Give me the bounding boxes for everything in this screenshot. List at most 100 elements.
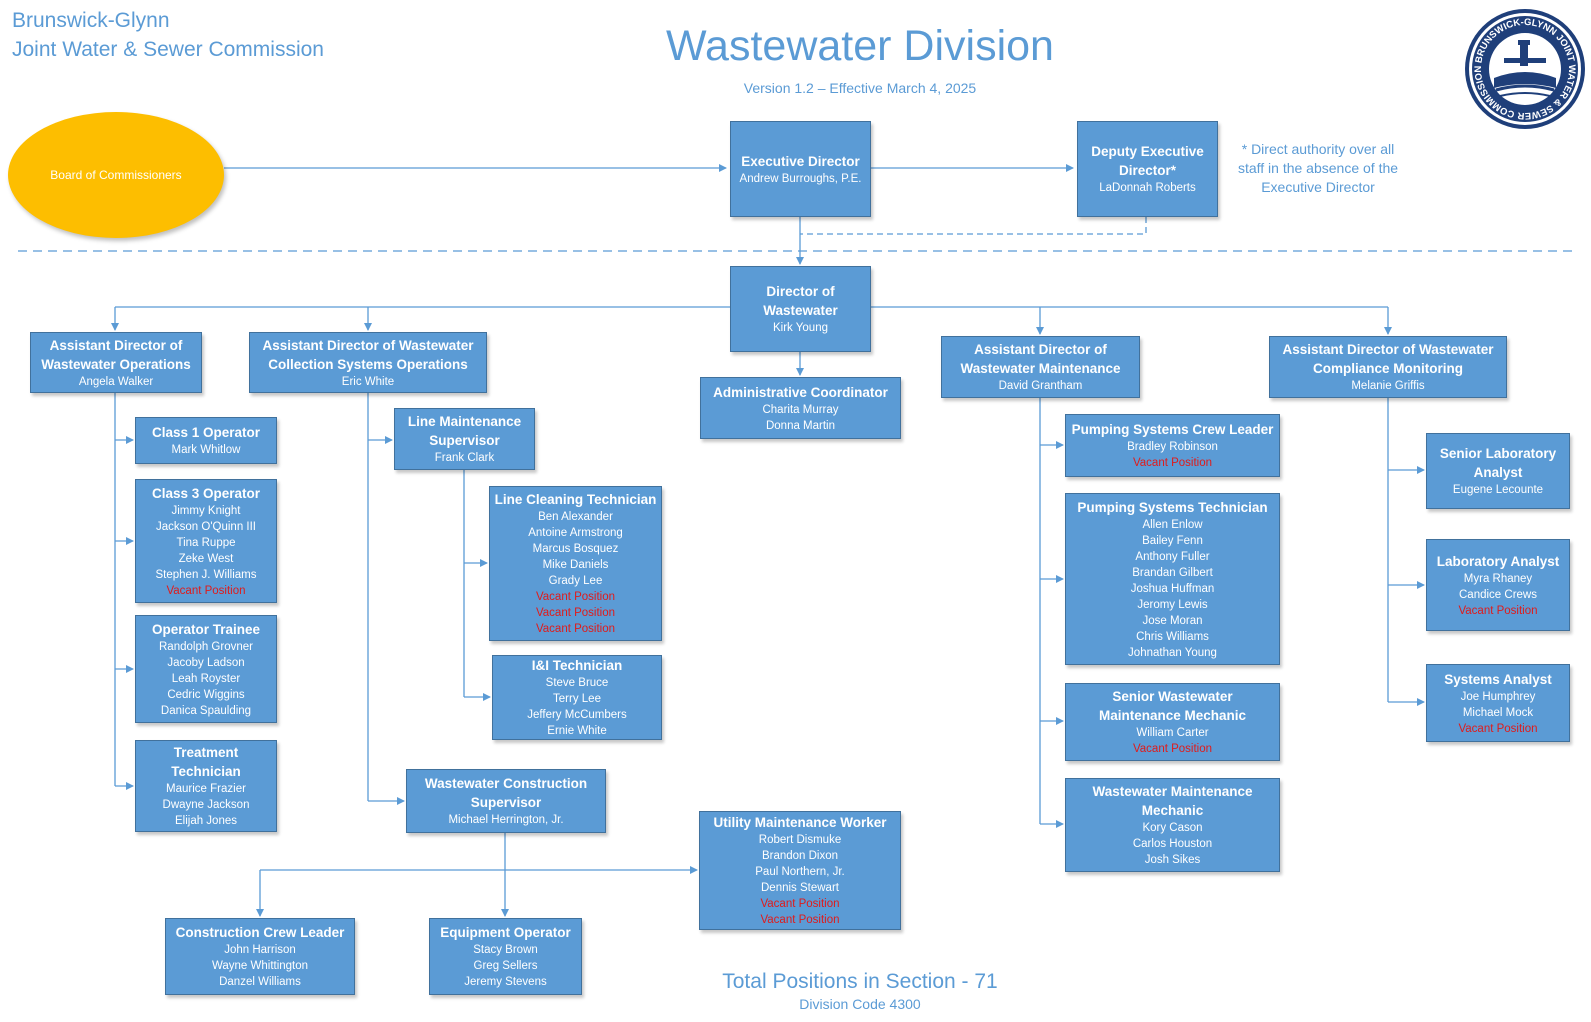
- vacant-position: Vacant Position: [535, 607, 616, 619]
- page-title: Wastewater Division: [666, 22, 1054, 70]
- assistant-director-operations-box: Assistant Director of Wastewater Operati…: [30, 332, 202, 393]
- staff-name: Frank Clark: [434, 452, 495, 464]
- staff-name: Cedric Wiggins: [167, 688, 245, 701]
- org-name-line1: Brunswick-Glynn: [12, 9, 170, 32]
- position-title: Class 1 Operator: [151, 425, 261, 440]
- position-title: Executive Director: [741, 153, 860, 169]
- position-title: Class 3 Operator: [151, 485, 261, 501]
- staff-name: Kirk Young: [773, 322, 828, 334]
- deputy-executive-director-box: Deputy Executive Director*LaDonnah Rober…: [1077, 121, 1218, 217]
- staff-name: Josh Sikes: [1144, 854, 1201, 866]
- staff-name: Anthony Fuller: [1135, 550, 1210, 563]
- staff-name: Brandon Dixon: [761, 850, 839, 862]
- commission-seal-logo: BRUNSWICK-GLYNN JOINT WATER & SEWER COMM…: [1464, 8, 1586, 130]
- assistant-director-maintenance-box: Assistant Director of Wastewater Mainten…: [941, 336, 1140, 398]
- staff-name: Kory Cason: [1142, 822, 1203, 834]
- staff-name: Johnathan Young: [1128, 646, 1217, 659]
- position-title: Assistant Director of Wastewater Collect…: [262, 337, 474, 372]
- staff-name: Jackson O'Quinn III: [156, 520, 256, 533]
- staff-name: Bailey Fenn: [1142, 534, 1203, 547]
- vacant-position: Vacant Position: [1132, 743, 1213, 755]
- staff-name: Joe Humphrey: [1460, 690, 1536, 703]
- position-title: Deputy Executive Director*: [1091, 144, 1204, 178]
- staff-name: William Carter: [1136, 727, 1209, 739]
- staff-name: Dennis Stewart: [761, 882, 839, 894]
- vacant-position: Vacant Position: [535, 623, 616, 635]
- staff-name: Myra Rhaney: [1463, 572, 1533, 585]
- staff-name: Joshua Huffman: [1130, 582, 1215, 595]
- staff-name: Bradley Robinson: [1127, 441, 1218, 453]
- staff-name: Antoine Armstrong: [528, 527, 623, 539]
- position-title: Equipment Operator: [440, 925, 571, 940]
- staff-name: Stephen J. Williams: [155, 568, 257, 581]
- staff-name: Danica Spaulding: [160, 704, 252, 717]
- staff-name: Steve Bruce: [545, 677, 609, 689]
- staff-name: Tina Ruppe: [176, 536, 236, 549]
- staff-name: Zeke West: [178, 552, 234, 565]
- position-title: Senior Laboratory Analyst: [1439, 446, 1557, 480]
- position-title: Wastewater Maintenance Mechanic: [1092, 784, 1253, 818]
- staff-name: Paul Northern, Jr.: [755, 866, 845, 878]
- position-title: Treatment Technician: [171, 745, 241, 779]
- board-of-commissioners-node: Board of Commissioners: [8, 112, 224, 238]
- vacant-position: Vacant Position: [760, 914, 840, 926]
- vacant-position: Vacant Position: [535, 591, 616, 603]
- position-title: Operator Trainee: [151, 621, 261, 637]
- staff-name: Charita Murray: [762, 403, 839, 416]
- position-title: Assistant Director of Wastewater Complia…: [1282, 342, 1494, 376]
- staff-name: Eugene Lecounte: [1452, 484, 1544, 496]
- staff-name: Marcus Bosquez: [532, 543, 619, 555]
- position-title: I&I Technician: [531, 658, 623, 673]
- staff-name: Candice Crews: [1459, 588, 1537, 601]
- staff-name: Michael Herrington, Jr.: [448, 814, 564, 826]
- vacant-position: Vacant Position: [1132, 457, 1213, 469]
- staff-name: Andrew Burroughs, P.E.: [739, 172, 862, 185]
- position-title: Construction Crew Leader: [175, 925, 345, 940]
- position-title: Administrative Coordinator: [713, 384, 888, 400]
- version-text: Version 1.2 – Effective March 4, 2025: [743, 80, 977, 96]
- staff-name: Ben Alexander: [538, 511, 613, 523]
- staff-name: Robert Dismuke: [758, 834, 842, 846]
- staff-name: Ernie White: [547, 725, 607, 737]
- position-title: Pumping Systems Technician: [1077, 499, 1268, 515]
- staff-name: Terry Lee: [553, 693, 601, 705]
- position-title: Line Maintenance Supervisor: [407, 414, 522, 448]
- staff-name: Michael Mock: [1462, 706, 1534, 719]
- position-title: Laboratory Analyst: [1436, 553, 1560, 569]
- position-title: Assistant Director of Wastewater Operati…: [41, 337, 191, 372]
- total-positions: Total Positions in Section - 71: [722, 970, 998, 993]
- staff-name: Donna Martin: [765, 419, 836, 432]
- assistant-director-collection-box: Assistant Director of Wastewater Collect…: [249, 332, 487, 393]
- vacant-position: Vacant Position: [1458, 604, 1538, 617]
- staff-name: Angela Walker: [78, 375, 154, 388]
- staff-name: Danzel Williams: [219, 976, 301, 988]
- deputy-note: * Direct authority over all staff in the…: [1237, 141, 1399, 195]
- vacant-position: Vacant Position: [166, 584, 246, 597]
- org-name-line2: Joint Water & Sewer Commission: [12, 38, 324, 61]
- position-title: Assistant Director of Wastewater Mainten…: [960, 342, 1121, 376]
- position-title: Wastewater Construction Supervisor: [424, 776, 588, 810]
- vacant-position: Vacant Position: [760, 898, 840, 910]
- staff-name: Jose Moran: [1142, 614, 1203, 627]
- staff-name: Brandan Gilbert: [1132, 566, 1213, 579]
- vacant-position: Vacant Position: [1458, 722, 1538, 735]
- staff-name: David Grantham: [998, 380, 1083, 392]
- staff-name: Leah Royster: [171, 672, 241, 685]
- assistant-director-compliance-box: Assistant Director of Wastewater Complia…: [1269, 336, 1507, 398]
- staff-name: Jeremy Stevens: [464, 976, 547, 988]
- position-title: Director of Wastewater: [763, 284, 838, 318]
